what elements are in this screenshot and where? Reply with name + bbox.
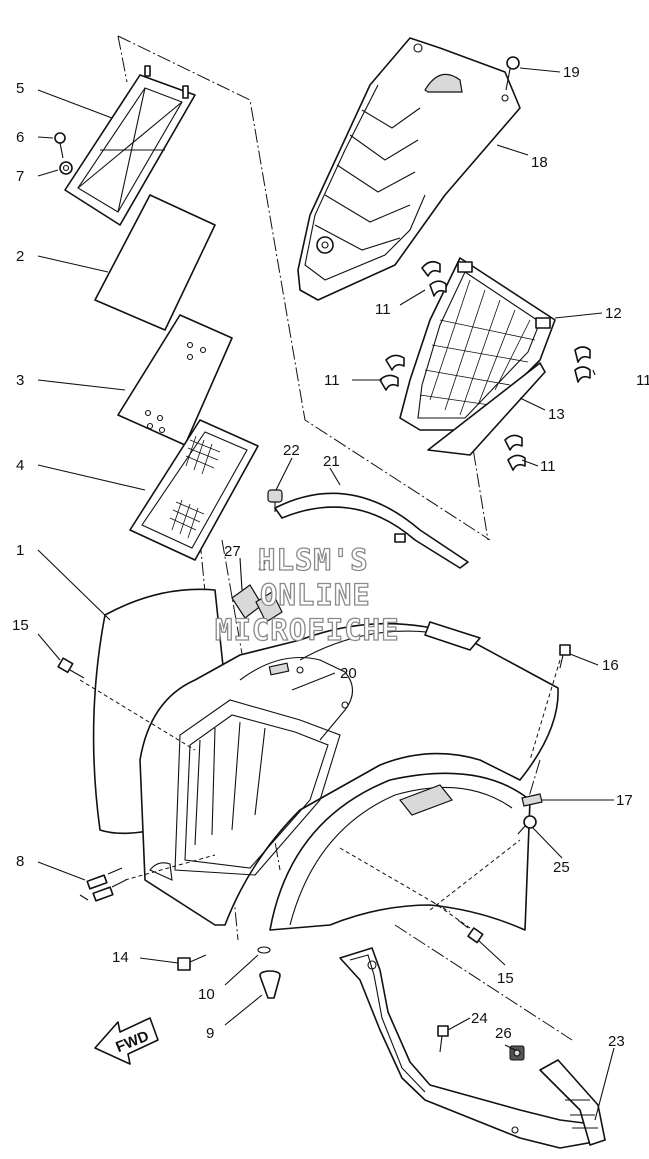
chain-line-left-top: [117, 35, 128, 83]
dash-15a: [79, 679, 196, 751]
part-2-pad: [94, 194, 216, 331]
part-7-nut: [59, 161, 73, 175]
part-13-net: [427, 362, 546, 456]
dash-15b2: [429, 899, 471, 929]
callout-3: 3: [16, 372, 24, 389]
callout-11-c: 11: [636, 372, 649, 389]
callout-15-left: 15: [12, 617, 29, 634]
dash-15b: [339, 847, 451, 913]
part-19-screw: [505, 56, 520, 91]
part-4-screen: [129, 419, 259, 561]
callout-12: 12: [605, 305, 622, 322]
part-1-front-fender: [92, 588, 559, 931]
fwd-arrow-icon: FWD: [94, 1017, 159, 1065]
part-10-washer: [257, 946, 271, 954]
part-8-harness: [79, 867, 127, 902]
part-21-bracket: [274, 492, 469, 569]
callout-27: 27: [224, 543, 241, 560]
callout-23: 23: [608, 1033, 625, 1050]
chain-line-center: [117, 35, 491, 541]
callout-22: 22: [283, 442, 300, 459]
dash-25: [429, 839, 521, 911]
callout-26: 26: [495, 1025, 512, 1042]
part-16-bolt: [559, 644, 571, 669]
part-22-fastener: [267, 489, 283, 512]
watermark-line-3: MICROFICHE: [215, 613, 400, 647]
part-3-plate: [117, 314, 233, 446]
callout-16: 16: [602, 657, 619, 674]
callout-17: 17: [616, 792, 633, 809]
part-27-plate: [231, 584, 283, 623]
callout-11-b: 11: [324, 372, 340, 389]
watermark-line-2: ONLINE: [260, 578, 371, 612]
chain-line-bumper: [394, 924, 573, 1041]
part-23-bumper: [339, 947, 606, 1149]
callout-11-d: 11: [540, 458, 556, 475]
part-11-clip-d: [504, 434, 526, 471]
callout-24: 24: [471, 1010, 488, 1027]
part-11-clip-b: [379, 354, 405, 391]
callout-27-b: 27: [258, 557, 275, 574]
callout-14: 14: [112, 949, 129, 966]
chain-line-17: [527, 759, 541, 801]
part-15-bolt-right: [457, 919, 484, 944]
part-18-top-cover: [297, 37, 521, 301]
callout-13: 13: [548, 406, 565, 423]
callout-18: 18: [531, 154, 548, 171]
part-9-cap: [259, 970, 281, 999]
part-25-bolt: [517, 815, 537, 835]
part-6-screw: [54, 132, 66, 159]
part-12-grille: [399, 257, 556, 431]
callout-8: 8: [16, 853, 24, 870]
leader-lines: [37, 67, 615, 1121]
part-5-frame: [64, 65, 196, 226]
callout-6: 6: [16, 129, 24, 146]
callout-2: 2: [16, 248, 24, 265]
part-17-nut: [521, 793, 543, 807]
callout-15-right: 15: [497, 970, 514, 987]
part-11-clip-a: [421, 260, 447, 297]
callout-5: 5: [16, 80, 24, 97]
dash-8: [124, 854, 216, 881]
callout-labels: 5 6 7 2 3 4 1 15 8 14 10 9 19 18 11 12 1…: [12, 64, 649, 1050]
callout-19: 19: [563, 64, 580, 81]
part-15-bolt-left: [57, 657, 85, 679]
callout-7: 7: [16, 168, 24, 185]
callout-1: 1: [16, 542, 24, 559]
part-24-bolt: [437, 1025, 449, 1053]
watermark: HLSM'S ONLINE MICROFICHE: [214, 542, 400, 647]
callout-9: 9: [206, 1025, 214, 1042]
dash-16: [529, 659, 561, 761]
watermark-line-1: HLSM'S: [258, 543, 369, 577]
part-14-bolt: [177, 954, 207, 971]
callout-10: 10: [198, 986, 215, 1003]
callout-21: 21: [323, 453, 340, 470]
callout-25: 25: [553, 859, 570, 876]
callout-4: 4: [16, 457, 24, 474]
callout-20: 20: [340, 665, 357, 682]
callout-11-a: 11: [375, 301, 391, 318]
part-11-clip-c: [574, 346, 591, 383]
